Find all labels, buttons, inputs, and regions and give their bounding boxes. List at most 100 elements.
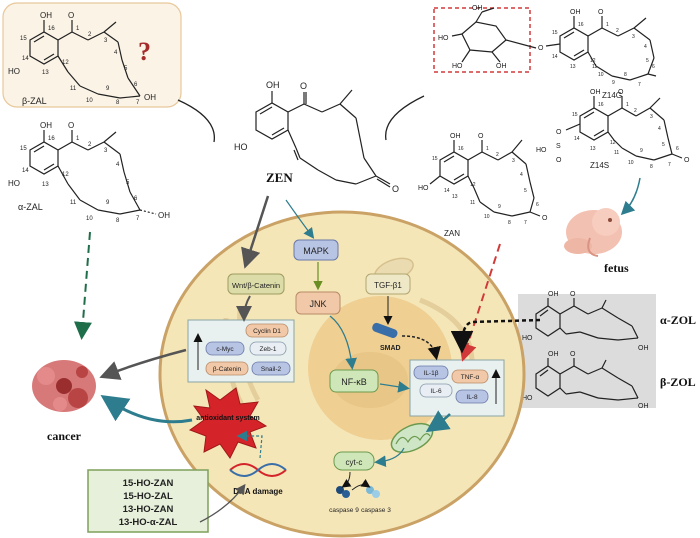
atom-label: HO <box>438 35 449 42</box>
atom-label: OH <box>40 121 52 130</box>
cyclin-label: Cyclin D1 <box>253 328 281 335</box>
atom-label: 6 <box>134 82 138 88</box>
arrow-zen-to-mapk <box>285 199 315 239</box>
alpha-zal-structure: OH 16 15 14 13 12 1 2 3 4 5 6 7 8 9 10 1… <box>8 121 170 224</box>
zan-label: ZAN <box>444 229 460 238</box>
smad-label: SMAD <box>380 345 401 352</box>
cytc-label: cyt-c <box>346 458 363 467</box>
atom-label: 13 <box>452 194 458 200</box>
cmyc-box <box>205 341 245 356</box>
atom-label: 10 <box>598 72 604 78</box>
metabolite-item: 13-HO-α-ZAL <box>119 517 178 528</box>
atom-label: S <box>556 143 561 150</box>
atom-label: HO <box>8 67 20 76</box>
dna-label: DNA damage <box>233 487 283 496</box>
zen-label: ZEN <box>266 170 293 185</box>
atom-label: 5 <box>126 180 130 186</box>
atom-label: 16 <box>458 146 464 152</box>
mapk-label: MAPK <box>303 246 329 256</box>
atom-label: 6 <box>676 146 679 152</box>
il6-label: IL-6 <box>430 388 442 395</box>
atom-label: 10 <box>86 98 93 104</box>
atom-label: 2 <box>496 152 499 158</box>
atom-label: 3 <box>632 34 635 40</box>
fetus-label: fetus <box>604 261 629 275</box>
atom-label: HO <box>8 179 20 188</box>
atom-label: HO <box>536 147 547 154</box>
atom-label: 6 <box>134 196 138 202</box>
atom-label: 11 <box>70 200 77 206</box>
atom-label: OH <box>548 291 559 298</box>
atom-label: 9 <box>106 86 110 92</box>
atom-label: 13 <box>42 182 49 188</box>
il1b-label: IL-1β <box>424 370 439 377</box>
jnk-box <box>295 291 341 315</box>
atom-label: 8 <box>650 164 653 170</box>
arrow-wnt-to-targets <box>236 295 253 322</box>
alpha-zol-structure: OH HO O OH <box>522 291 649 352</box>
tgf-box <box>365 273 411 295</box>
atom-label: 7 <box>136 100 140 106</box>
metabolite-item: 15-HO-ZAN <box>123 478 174 489</box>
atom-label: 4 <box>114 50 118 56</box>
arrow-casp9-to-casp3 <box>351 478 371 491</box>
atom-label: OH <box>570 9 581 16</box>
arrow-jnk-to-nfkb <box>329 315 357 370</box>
atom-label: 1 <box>606 22 609 28</box>
atom-label: OH <box>450 133 461 140</box>
atom-label: OH <box>266 80 280 90</box>
atom-label: 5 <box>524 188 527 194</box>
z14s-structure: OH 16 15 14 13 12 1 2 3 4 5 6 7 8 9 10 1… <box>536 89 690 170</box>
atom-label: OH <box>144 93 156 102</box>
arrow-nfkb-to-cytokines <box>379 381 410 393</box>
tnfa-label: TNF-α <box>461 374 480 381</box>
snail-label: Snail-2 <box>261 366 282 373</box>
nfkb-box <box>329 369 379 393</box>
atom-label: O <box>570 351 576 358</box>
atom-label: 15 <box>20 146 27 152</box>
atom-label: 8 <box>508 220 511 226</box>
atom-label: 10 <box>86 216 93 222</box>
metabolites-box <box>87 469 209 533</box>
atom-label: 1 <box>626 102 629 108</box>
zan-structure: OH 16 15 14 13 12 1 2 3 4 5 6 7 8 9 10 1… <box>418 133 548 238</box>
separator-curve <box>177 99 215 143</box>
atom-label: 2 <box>88 142 92 148</box>
arrow-cytokines-to-mito <box>425 410 451 433</box>
cmyc-label: c-Myc <box>216 346 234 353</box>
atom-label: O <box>556 129 562 136</box>
wnt-label: Wnt/β-Catenin <box>232 281 280 290</box>
atom-label: 4 <box>116 162 120 168</box>
zol-structures-box <box>518 294 656 408</box>
z14s-label: Z14S <box>590 161 609 170</box>
arrow-cytc-to-casp9 <box>341 471 352 488</box>
atom-label: 16 <box>48 26 55 32</box>
arrow-alpha-zal-to-cancer <box>73 231 92 340</box>
atom-label: HO <box>234 142 248 152</box>
atom-label: OH <box>158 211 170 220</box>
atom-label: 4 <box>520 172 523 178</box>
il8-label: IL-8 <box>466 394 478 401</box>
mapk-box <box>293 239 339 261</box>
atom-label: OH <box>496 63 507 70</box>
atom-label: O <box>68 121 74 130</box>
zeb-box <box>249 341 287 356</box>
bcatenin-label: β-Catenin <box>213 366 242 373</box>
atom-label: O <box>300 81 307 91</box>
atom-label: O <box>538 45 544 52</box>
arrow-to-fetus <box>620 177 641 216</box>
atom-label: 12 <box>610 140 616 146</box>
atom-label: 14 <box>552 54 558 60</box>
atom-label: 16 <box>598 102 604 108</box>
atom-label: O <box>68 11 74 20</box>
atom-label: OH <box>590 89 601 96</box>
zen-structure: OH HO O O ZEN <box>234 80 399 194</box>
atom-label: OH <box>638 403 649 410</box>
atom-label: 9 <box>498 204 501 210</box>
atom-label: 11 <box>470 200 475 206</box>
il8-box <box>455 389 489 404</box>
antioxidant-label: antioxidant system <box>196 415 259 422</box>
atom-label: 12 <box>590 58 596 64</box>
atom-label: 8 <box>624 72 627 78</box>
atom-label: O <box>556 157 562 164</box>
